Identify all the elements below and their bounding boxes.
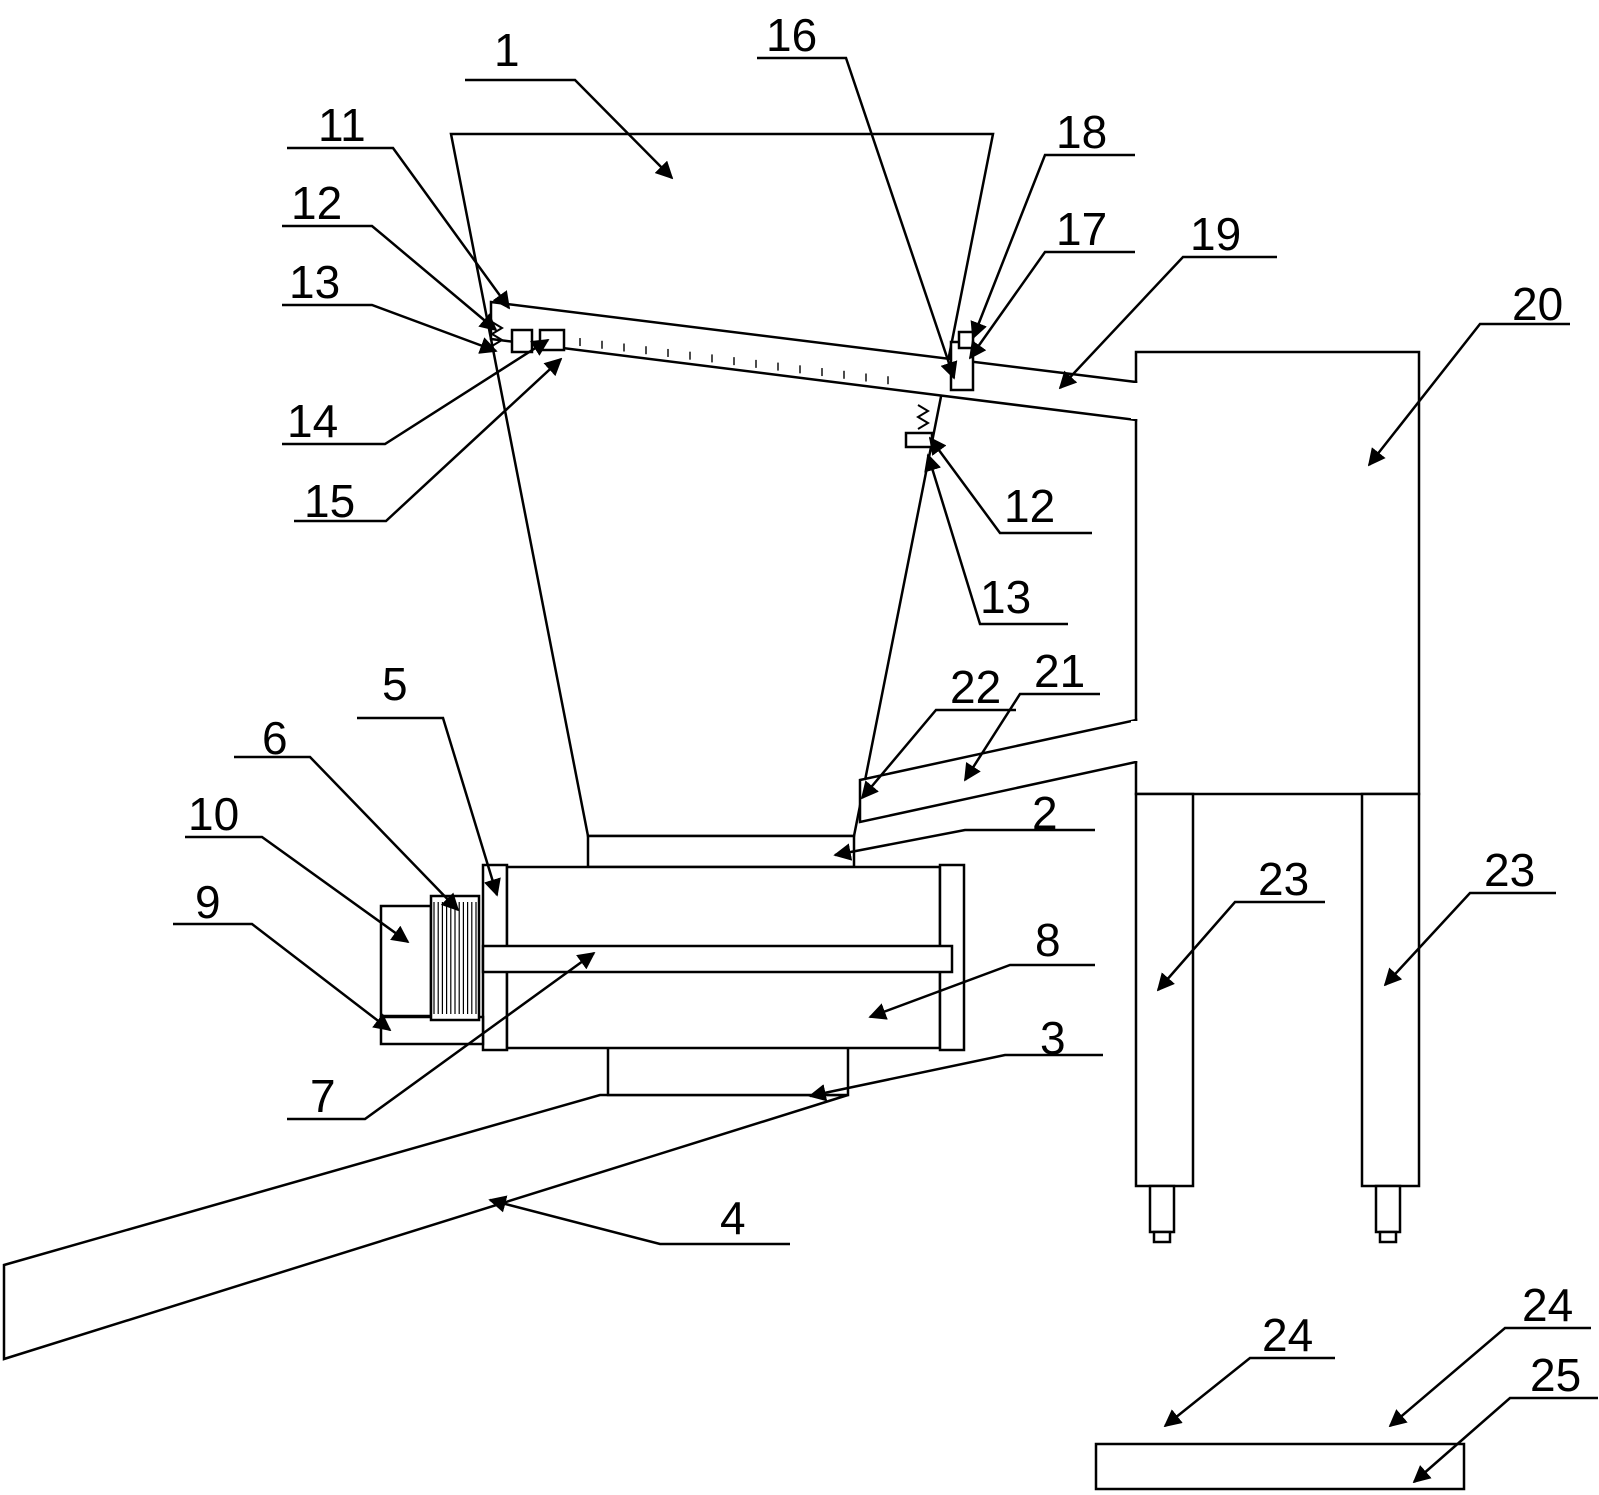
label-13a: 13 <box>289 256 340 308</box>
label-7: 7 <box>310 1070 336 1122</box>
label-23a: 23 <box>1258 853 1309 905</box>
label-12a: 12 <box>291 177 342 229</box>
label-23b: 23 <box>1484 844 1535 896</box>
leader-7 <box>287 951 596 1121</box>
label-3: 3 <box>1040 1012 1066 1064</box>
outlet-pipe <box>606 1043 850 1097</box>
label-15: 15 <box>304 475 355 527</box>
leader-8 <box>868 963 1095 1020</box>
damper-left-foot <box>1152 1230 1172 1244</box>
label-14: 14 <box>287 395 338 447</box>
label-13b: 13 <box>980 571 1031 623</box>
leader-2 <box>833 828 1095 861</box>
label-12b: 12 <box>1004 480 1055 532</box>
label-20: 20 <box>1512 278 1563 330</box>
label-2: 2 <box>1032 787 1058 839</box>
base-plate <box>1094 1442 1466 1491</box>
leader-13b <box>924 453 1068 626</box>
leader-22 <box>860 708 1016 800</box>
leader-12b <box>928 436 1092 535</box>
housing-opening-top <box>1131 383 1139 419</box>
leader-17 <box>968 250 1135 360</box>
damper-right-foot <box>1378 1230 1398 1244</box>
label-24b: 24 <box>1522 1279 1573 1331</box>
label-17: 17 <box>1056 203 1107 255</box>
leader-23b <box>1383 891 1556 987</box>
label-1: 1 <box>494 24 520 76</box>
leader-15 <box>294 357 563 523</box>
hopper <box>449 132 995 838</box>
leader-24a <box>1163 1356 1335 1428</box>
leader-13a <box>282 303 498 354</box>
label-25: 25 <box>1530 1349 1581 1401</box>
motor <box>379 904 433 1018</box>
right-spring <box>916 404 930 430</box>
leader-25 <box>1412 1396 1598 1484</box>
leader-6 <box>234 755 460 912</box>
leader-4 <box>488 1195 790 1246</box>
leader-10 <box>185 835 410 944</box>
leader-9 <box>173 922 392 1032</box>
damper-left <box>1148 1184 1176 1234</box>
label-9: 9 <box>195 876 221 928</box>
upper-housing <box>1134 350 1421 796</box>
label-18: 18 <box>1056 106 1107 158</box>
leader-3 <box>808 1053 1103 1102</box>
label-21: 21 <box>1034 645 1085 697</box>
right-spring-seat <box>904 431 934 449</box>
label-10: 10 <box>188 788 239 840</box>
label-24a: 24 <box>1262 1309 1313 1361</box>
inlet-neck <box>586 834 856 869</box>
label-6: 6 <box>262 712 288 764</box>
leader-12a <box>282 224 498 332</box>
leader-5 <box>357 716 501 897</box>
leader-24b <box>1388 1326 1591 1428</box>
drive-shaft <box>481 944 954 974</box>
right-bracket-cap <box>957 330 975 350</box>
label-19: 19 <box>1190 208 1241 260</box>
support-leg-left <box>1134 792 1195 1188</box>
leader-16 <box>757 56 958 380</box>
screen-plate-marks <box>579 338 889 385</box>
label-22: 22 <box>950 661 1001 713</box>
support-leg-right <box>1360 792 1421 1188</box>
coupling-gear-teeth <box>433 902 477 1014</box>
leader-21 <box>963 692 1100 782</box>
leader-20 <box>1367 322 1570 467</box>
label-8: 8 <box>1035 914 1061 966</box>
left-spring-seat <box>510 328 534 354</box>
label-16: 16 <box>766 9 817 61</box>
leader-1 <box>465 78 674 180</box>
label-11: 11 <box>318 99 366 151</box>
label-4: 4 <box>720 1192 746 1244</box>
lower-return-tube <box>858 718 1138 824</box>
damper-right <box>1374 1184 1402 1234</box>
leader-lines <box>173 56 1598 1484</box>
label-5: 5 <box>382 658 408 710</box>
left-spring <box>490 321 504 347</box>
leader-19 <box>1058 255 1277 390</box>
housing-opening-bottom <box>1131 721 1139 761</box>
leader-14 <box>282 338 550 446</box>
leader-11 <box>287 146 511 310</box>
reference-numerals: 1 2 3 4 5 6 7 8 9 10 11 12 12 13 13 14 1… <box>188 9 1581 1401</box>
leader-23a <box>1156 900 1325 992</box>
leader-18 <box>970 153 1135 340</box>
left-vibrator <box>538 328 566 352</box>
